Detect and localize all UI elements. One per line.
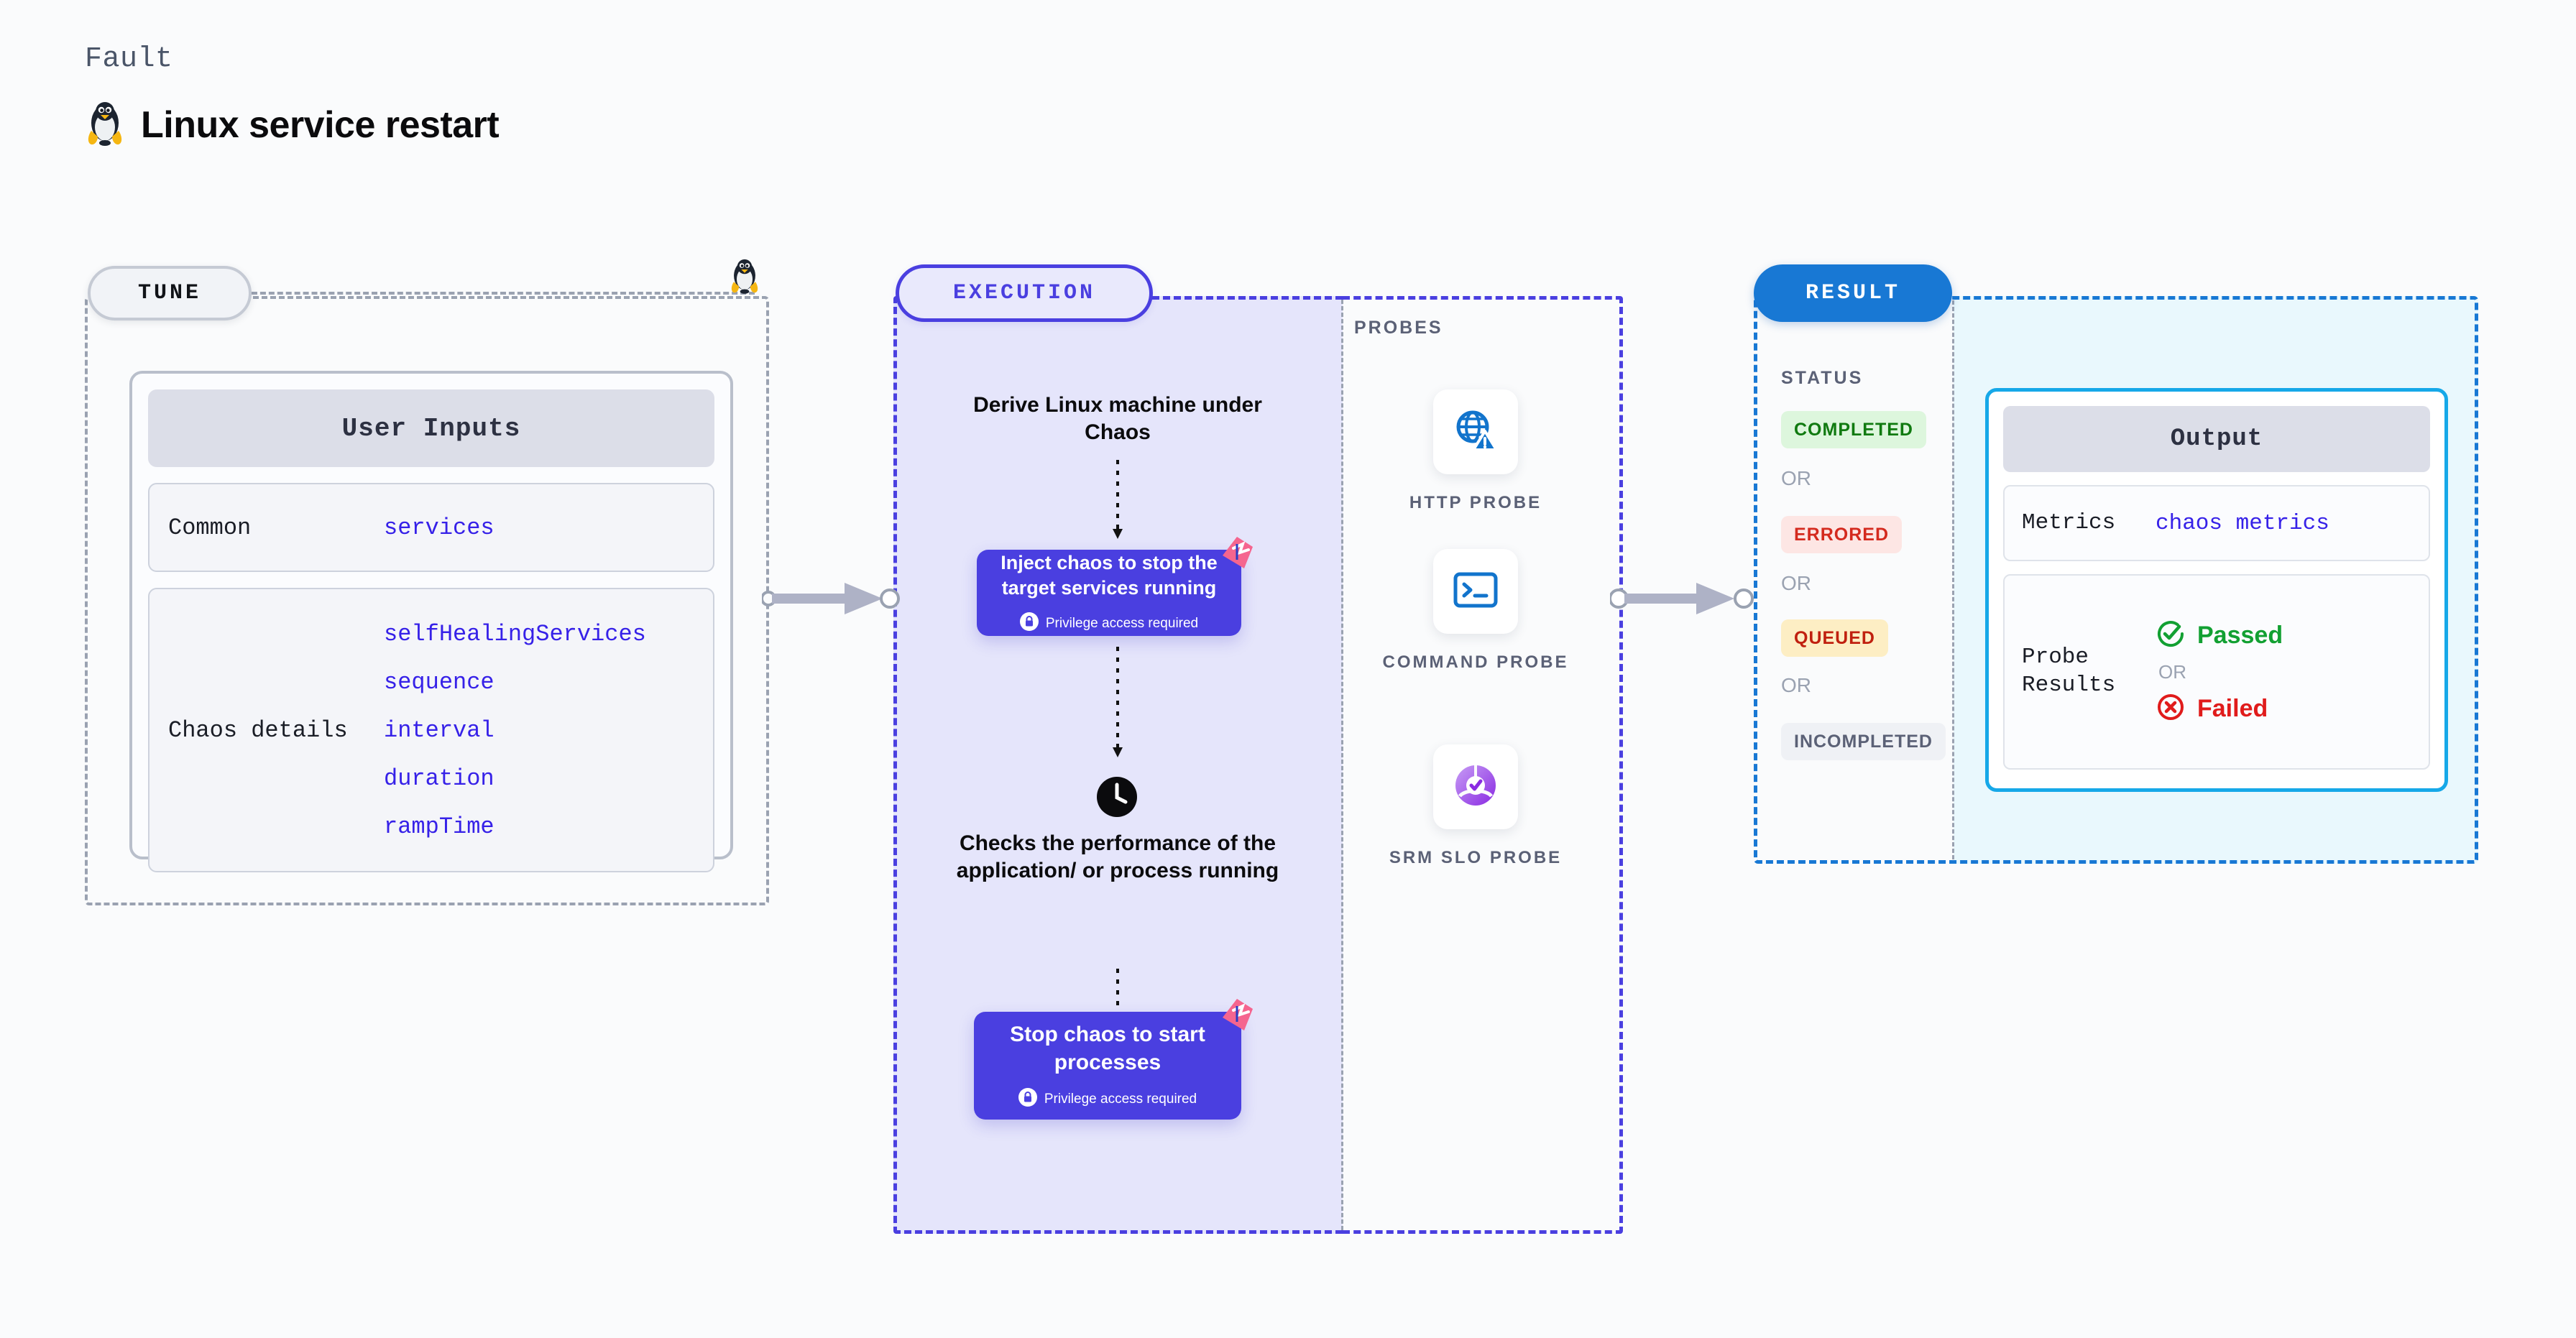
privilege-label: Privilege access required (1044, 1092, 1197, 1107)
linux-penguin-icon (85, 101, 125, 149)
srm-slo-donut-icon (1450, 760, 1501, 814)
input-row-label: Chaos details (168, 716, 348, 744)
clock-icon (1092, 772, 1141, 825)
flow-arrow-2 (1109, 647, 1126, 765)
status-badge-errored: ERRORED (1781, 516, 1903, 553)
execution-step2-text: Checks the performance of the applicatio… (956, 831, 1279, 883)
tune-top-connector (252, 292, 755, 295)
input-row-label: Common (168, 514, 252, 541)
terminal-icon (1452, 570, 1499, 614)
execution-pill[interactable]: EXECUTION (896, 264, 1153, 322)
output-metrics-value[interactable]: chaos metrics (2156, 510, 2329, 536)
user-inputs-header: User Inputs (148, 389, 714, 467)
privilege-badge: Privilege access required (1018, 1088, 1197, 1111)
result-pill[interactable]: RESULT (1754, 264, 1952, 322)
x-circle-icon (2156, 692, 2186, 726)
output-header: Output (2003, 406, 2430, 472)
status-or-2: OR (1781, 572, 1811, 594)
output-probe-results-label: Probe Results (2022, 645, 2116, 698)
status-title: STATUS (1781, 368, 1864, 388)
privilege-badge: Privilege access required (1019, 612, 1199, 635)
execution-node-stop-chaos[interactable]: Stop chaos to start processes Privilege … (974, 999, 1253, 1120)
probe-tile-srm-slo[interactable] (1433, 744, 1518, 829)
chaos-badge-icon (1215, 993, 1260, 1041)
probe-label-http: HTTP PROBE (1409, 493, 1542, 512)
result-divider (1952, 300, 1954, 859)
input-value-services[interactable]: services (384, 514, 494, 541)
probes-divider (1341, 300, 1343, 1230)
chaos-badge-icon (1215, 531, 1260, 579)
probe-result-or: OR (2158, 660, 2186, 683)
privilege-label: Privilege access required (1045, 616, 1199, 632)
input-value-ramptime[interactable]: rampTime (384, 813, 494, 840)
status-badge-incompleted: INCOMPLETED (1781, 723, 1946, 760)
failed-label: Failed (2197, 694, 2268, 722)
probe-label-srm-slo: SRM SLO PROBE (1389, 848, 1563, 867)
probe-tile-http[interactable] (1433, 389, 1518, 474)
tune-linux-penguin-icon (729, 257, 760, 301)
input-value-interval[interactable]: interval (384, 716, 494, 744)
probe-label-command: COMMAND PROBE (1382, 652, 1569, 672)
check-circle-icon (2156, 619, 2186, 652)
output-row-probe-results: Probe Results Passed OR (2003, 574, 2430, 770)
result-panel (1754, 296, 2478, 864)
node-title: Stop chaos to start processes (1010, 1023, 1205, 1074)
output-metrics-label: Metrics (2022, 509, 2116, 535)
input-value-duration[interactable]: duration (384, 765, 494, 792)
connector-arrow-tune-to-execution (760, 578, 906, 622)
input-row-common: Common services (148, 483, 714, 572)
globe-warning-icon (1452, 407, 1499, 458)
output-card: Output Metrics chaos metrics Probe Resul… (1985, 388, 2448, 792)
execution-step1-text: Derive Linux machine under Chaos (973, 393, 1262, 445)
lock-icon (1019, 612, 1039, 635)
input-value-selfhealingservices[interactable]: selfHealingServices (384, 620, 646, 647)
status-badge-queued: QUEUED (1781, 619, 1888, 657)
page-header: Fault Linux service restart (85, 43, 500, 149)
passed-label: Passed (2197, 621, 2283, 649)
status-badge-completed: COMPLETED (1781, 411, 1926, 448)
probe-tile-command[interactable] (1433, 549, 1518, 634)
page-title: Linux service restart (141, 104, 500, 146)
probes-title: PROBES (1354, 318, 1443, 338)
input-row-chaos-details: Chaos details selfHealingServices sequen… (148, 588, 714, 872)
lock-icon (1018, 1088, 1037, 1111)
output-row-metrics: Metrics chaos metrics (2003, 485, 2430, 561)
status-or-1: OR (1781, 467, 1811, 489)
input-value-sequence[interactable]: sequence (384, 668, 494, 696)
node-title: Inject chaos to stop the target services… (1000, 551, 1218, 599)
fault-label: Fault (85, 43, 173, 75)
connector-arrow-execution-to-result (1609, 578, 1761, 622)
title-row: Linux service restart (85, 101, 500, 149)
user-inputs-card: User Inputs Common services Chaos detail… (129, 371, 733, 872)
tune-pill[interactable]: TUNE (88, 266, 252, 320)
execution-node-inject-chaos[interactable]: Inject chaos to stop the target services… (977, 537, 1253, 636)
probe-result-failed: Failed (2156, 692, 2283, 726)
flow-arrow-1 (1109, 460, 1126, 547)
status-or-3: OR (1781, 674, 1811, 696)
probe-result-passed: Passed (2156, 619, 2283, 652)
